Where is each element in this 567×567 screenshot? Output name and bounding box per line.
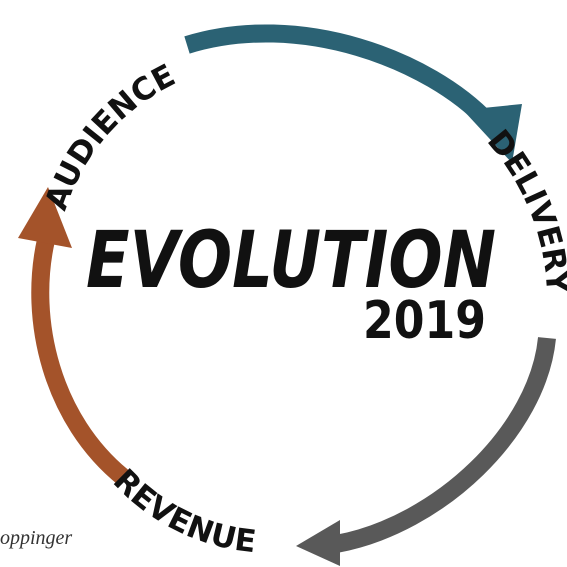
rust-arrowhead bbox=[18, 187, 72, 248]
stage-label-revenue: REVENUE bbox=[106, 462, 258, 560]
title-year: 2019 bbox=[363, 291, 486, 351]
teal-arrowhead bbox=[463, 104, 522, 163]
grey-arc bbox=[334, 336, 556, 553]
rust-arc bbox=[31, 238, 130, 486]
delivery-to-revenue-arrow bbox=[296, 336, 556, 566]
audience-to-delivery-arrow bbox=[184, 24, 522, 163]
teal-arc bbox=[184, 24, 495, 129]
title-evolution: EVOLUTION bbox=[86, 216, 496, 306]
revenue-to-audience-arrow bbox=[18, 187, 130, 486]
credit-text: oppinger bbox=[0, 527, 72, 549]
grey-arrowhead bbox=[296, 520, 340, 566]
stage-label-audience: AUDIENCE bbox=[38, 57, 181, 214]
